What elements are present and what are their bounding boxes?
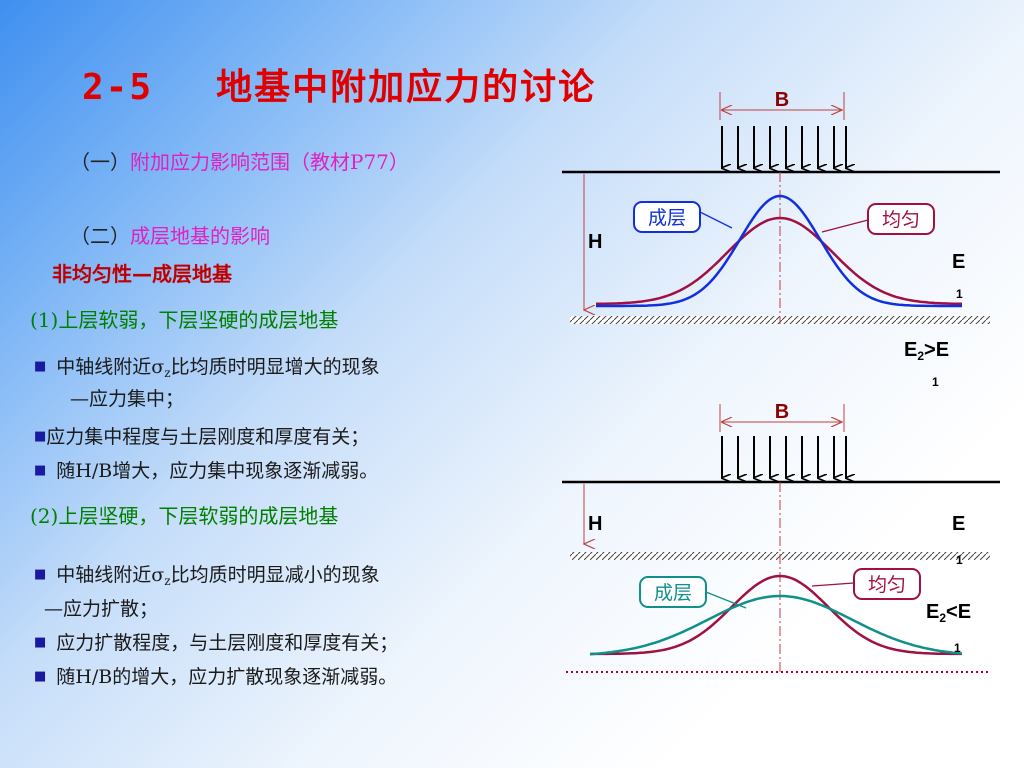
layered-label: 成层 bbox=[654, 582, 692, 604]
layered-leader bbox=[699, 211, 733, 229]
uniform-curve-bottom bbox=[590, 574, 962, 656]
e1-label: E bbox=[952, 513, 965, 535]
case-1-bullet-2: ■应力集中程度与土层刚度和厚度有关； bbox=[34, 422, 369, 449]
case-2-bullet-2: ■ 应力扩散程度，与土层刚度和厚度有关； bbox=[34, 628, 398, 655]
uniform-leader bbox=[821, 219, 869, 233]
bullet-square-icon: ■ bbox=[34, 429, 47, 444]
load-arrows bbox=[721, 436, 846, 478]
section-2-text: 成层地基的影响 bbox=[130, 224, 270, 248]
e1-label: E bbox=[952, 251, 965, 273]
case-2-heading: (2)上层坚硬，下层软弱的成层地基 bbox=[30, 504, 339, 528]
bullet-square-icon: ■ bbox=[34, 635, 47, 650]
h-label: H bbox=[588, 513, 602, 535]
case-2-bullet-3-text: 随H/B的增大，应力扩散现象逐渐减弱。 bbox=[56, 666, 398, 688]
case-2-bullet-1-text-a: 中轴线附近σ bbox=[56, 564, 165, 586]
b-label: B bbox=[775, 89, 789, 111]
case-2-bullet-3: ■ 随H/B的增大，应力扩散现象逐渐减弱。 bbox=[34, 662, 397, 689]
e1-subscript: 1 bbox=[956, 287, 963, 301]
bullet-square-icon: ■ bbox=[34, 359, 47, 374]
modulus-relation-top: E2>E bbox=[904, 339, 949, 363]
layered-label-box bbox=[639, 576, 707, 608]
case-2-bullet-1-cont: —应力扩散； bbox=[44, 598, 159, 620]
uniform-leader bbox=[811, 582, 855, 587]
load-arrows bbox=[721, 126, 846, 168]
uniform-curve-top bbox=[596, 216, 962, 306]
case-1-bullet-1-cont: —应力集中； bbox=[70, 388, 185, 410]
section-2-prefix: （二） bbox=[70, 224, 130, 248]
sigma-subscript: z bbox=[164, 574, 171, 588]
section-1: （一）附加应力影响范围（教材P77） bbox=[70, 146, 409, 175]
h-label: H bbox=[588, 231, 602, 253]
modulus-relation-bottom-sub: 1 bbox=[954, 641, 961, 655]
case-2-bullet-1-text-b: 比均质时明显减小的现象 bbox=[170, 564, 380, 586]
case-1-bullet-1-text-a: 中轴线附近σ bbox=[56, 356, 165, 378]
title-text: 地基中附加应力的讨论 bbox=[216, 66, 597, 108]
sigma-subscript: z bbox=[164, 366, 171, 380]
layered-leader bbox=[705, 591, 747, 609]
case-1-bullet-3: ■ 随H/B增大，应力集中现象逐渐减弱。 bbox=[34, 456, 378, 483]
case-2-bullet-2-text: 应力扩散程度，与土层刚度和厚度有关； bbox=[56, 632, 399, 654]
modulus-relation-bottom: E2<E bbox=[926, 601, 971, 625]
case-1-heading: (1)上层软弱，下层坚硬的成层地基 bbox=[30, 308, 339, 332]
diagram-bottom: B H 成层 均匀 E 1 E2<E 1 bbox=[562, 401, 1000, 673]
case-1-bullet-2-text: 应力集中程度与土层刚度和厚度有关； bbox=[46, 426, 370, 448]
title-number: 2-5 bbox=[82, 67, 154, 108]
stress-distribution-diagram: B H 成层 均匀 E 1 bbox=[562, 89, 1000, 673]
layered-curve-top bbox=[596, 194, 962, 308]
bullet-square-icon: ■ bbox=[34, 669, 47, 684]
page-title: 2-5 地基中附加应力的讨论 bbox=[82, 58, 596, 110]
uniform-label-box bbox=[853, 568, 921, 600]
e1-subscript: 1 bbox=[956, 553, 963, 567]
section-2: （二）成层地基的影响 bbox=[70, 220, 270, 249]
modulus-relation-top-sub: 1 bbox=[932, 375, 939, 389]
layered-label: 成层 bbox=[648, 207, 686, 229]
section-1-text: 附加应力影响范围（教材P77） bbox=[130, 150, 409, 174]
layered-curve-bottom bbox=[589, 594, 963, 656]
case-1-bullet-1-text-b: 比均质时明显增大的现象 bbox=[170, 356, 380, 378]
case-1-bullet-1: ■ 中轴线附近σz比均质时明显增大的现象 bbox=[34, 352, 380, 380]
bullet-square-icon: ■ bbox=[34, 463, 47, 478]
uniform-label: 均匀 bbox=[868, 574, 906, 596]
uniform-label: 均匀 bbox=[882, 209, 920, 231]
uniform-label-box bbox=[867, 203, 935, 235]
section-1-prefix: （一） bbox=[70, 150, 130, 174]
case-2-bullet-1: ■ 中轴线附近σz比均质时明显减小的现象 bbox=[34, 560, 380, 588]
subtitle: 非均匀性—成层地基 bbox=[52, 262, 232, 286]
b-label: B bbox=[775, 401, 789, 423]
diagram-top: B H 成层 均匀 E 1 bbox=[562, 89, 1000, 389]
case-1-bullet-3-text: 随H/B增大，应力集中现象逐渐减弱。 bbox=[56, 460, 379, 482]
layered-label-box bbox=[633, 201, 701, 233]
bullet-square-icon: ■ bbox=[34, 567, 47, 582]
